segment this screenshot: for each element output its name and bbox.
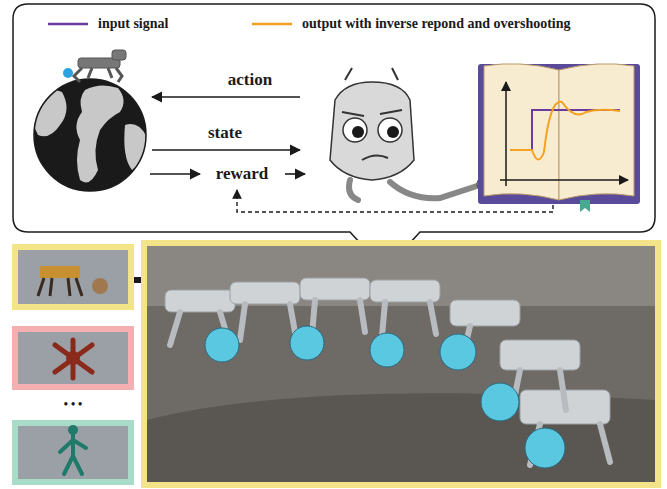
legend-text: output with inverse repond and overshoot… — [302, 16, 571, 31]
legend-line — [252, 21, 292, 27]
state-arrow — [152, 149, 300, 151]
thumbnail-humanoid — [12, 420, 134, 485]
legend-text: input signal — [98, 16, 168, 31]
photo — [141, 240, 661, 488]
legend-line — [48, 21, 88, 27]
robot-dog — [74, 50, 126, 82]
arrow-label: reward — [214, 165, 271, 184]
legend-entry: input signal — [48, 16, 168, 31]
speech-bubble — [13, 4, 655, 270]
book — [478, 64, 640, 212]
ellipsis: • • • — [62, 398, 85, 411]
robot-agent — [330, 68, 491, 200]
arrow-label: action — [226, 71, 274, 90]
thumbnail-ant — [12, 326, 134, 390]
globe — [30, 79, 148, 191]
action-arrow — [152, 96, 300, 98]
ball — [63, 68, 73, 78]
legend-entry: output with inverse repond and overshoot… — [252, 16, 571, 31]
arrow-label: state — [206, 124, 244, 143]
reward-arrow — [285, 173, 305, 175]
reward-arrow — [150, 173, 200, 175]
thumbnail-go1 — [12, 244, 134, 310]
